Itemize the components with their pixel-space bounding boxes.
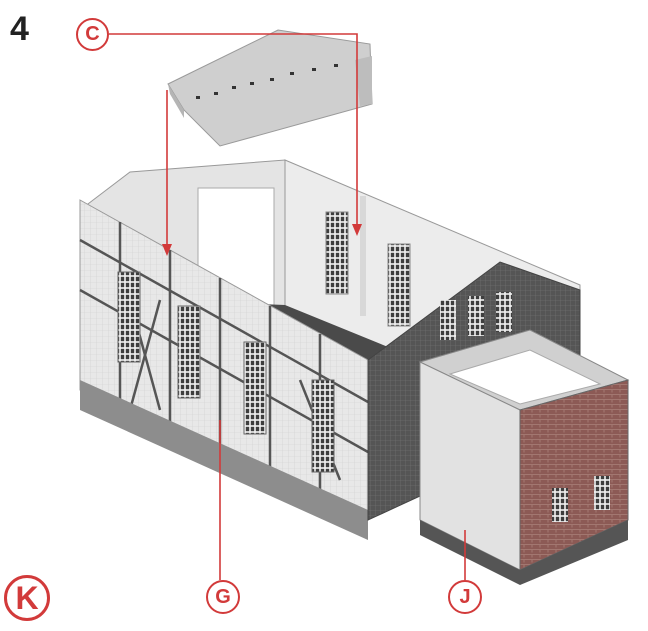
callout-k: K bbox=[4, 575, 50, 621]
inner-pillar bbox=[360, 196, 366, 316]
callout-j: J bbox=[448, 580, 482, 614]
annex-box bbox=[418, 329, 630, 585]
callout-c: C bbox=[76, 18, 109, 51]
inner-window-1 bbox=[325, 211, 349, 295]
callout-g: G bbox=[206, 580, 240, 614]
roof-gable-piece bbox=[167, 29, 373, 147]
step-number: 4 bbox=[10, 10, 29, 48]
inner-window-2 bbox=[387, 243, 411, 327]
callout-arrowheads bbox=[162, 224, 362, 256]
callout-leader-lines bbox=[109, 33, 466, 580]
front-long-wall bbox=[79, 199, 369, 540]
